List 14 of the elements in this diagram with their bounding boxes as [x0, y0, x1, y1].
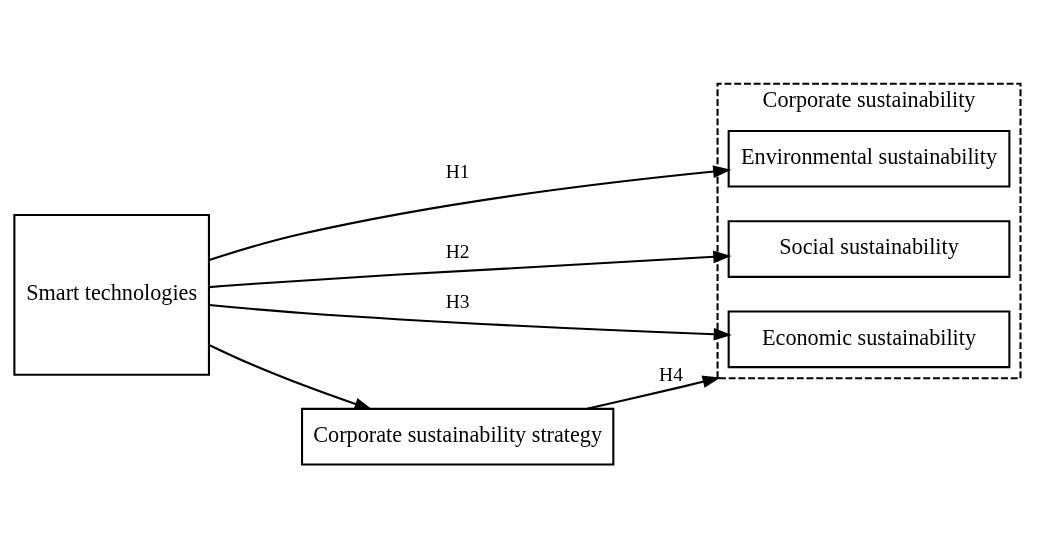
edge-label: H2 [445, 240, 470, 262]
node-box: Smart technologies [13, 213, 210, 376]
arrow [208, 343, 373, 410]
edge-label: H4 [659, 363, 683, 385]
arrow [586, 375, 721, 410]
node-box: Corporate sustainability strategy [301, 407, 615, 465]
edge-label: H1 [445, 160, 470, 182]
arrow [209, 250, 732, 288]
edge-label: H3 [445, 290, 470, 312]
node-box: Environmental sustainability [727, 129, 1011, 188]
arrow [209, 303, 732, 341]
node-box: Social sustainability [727, 219, 1011, 278]
node-box: Economic sustainability [727, 310, 1011, 368]
arrow [208, 164, 732, 261]
